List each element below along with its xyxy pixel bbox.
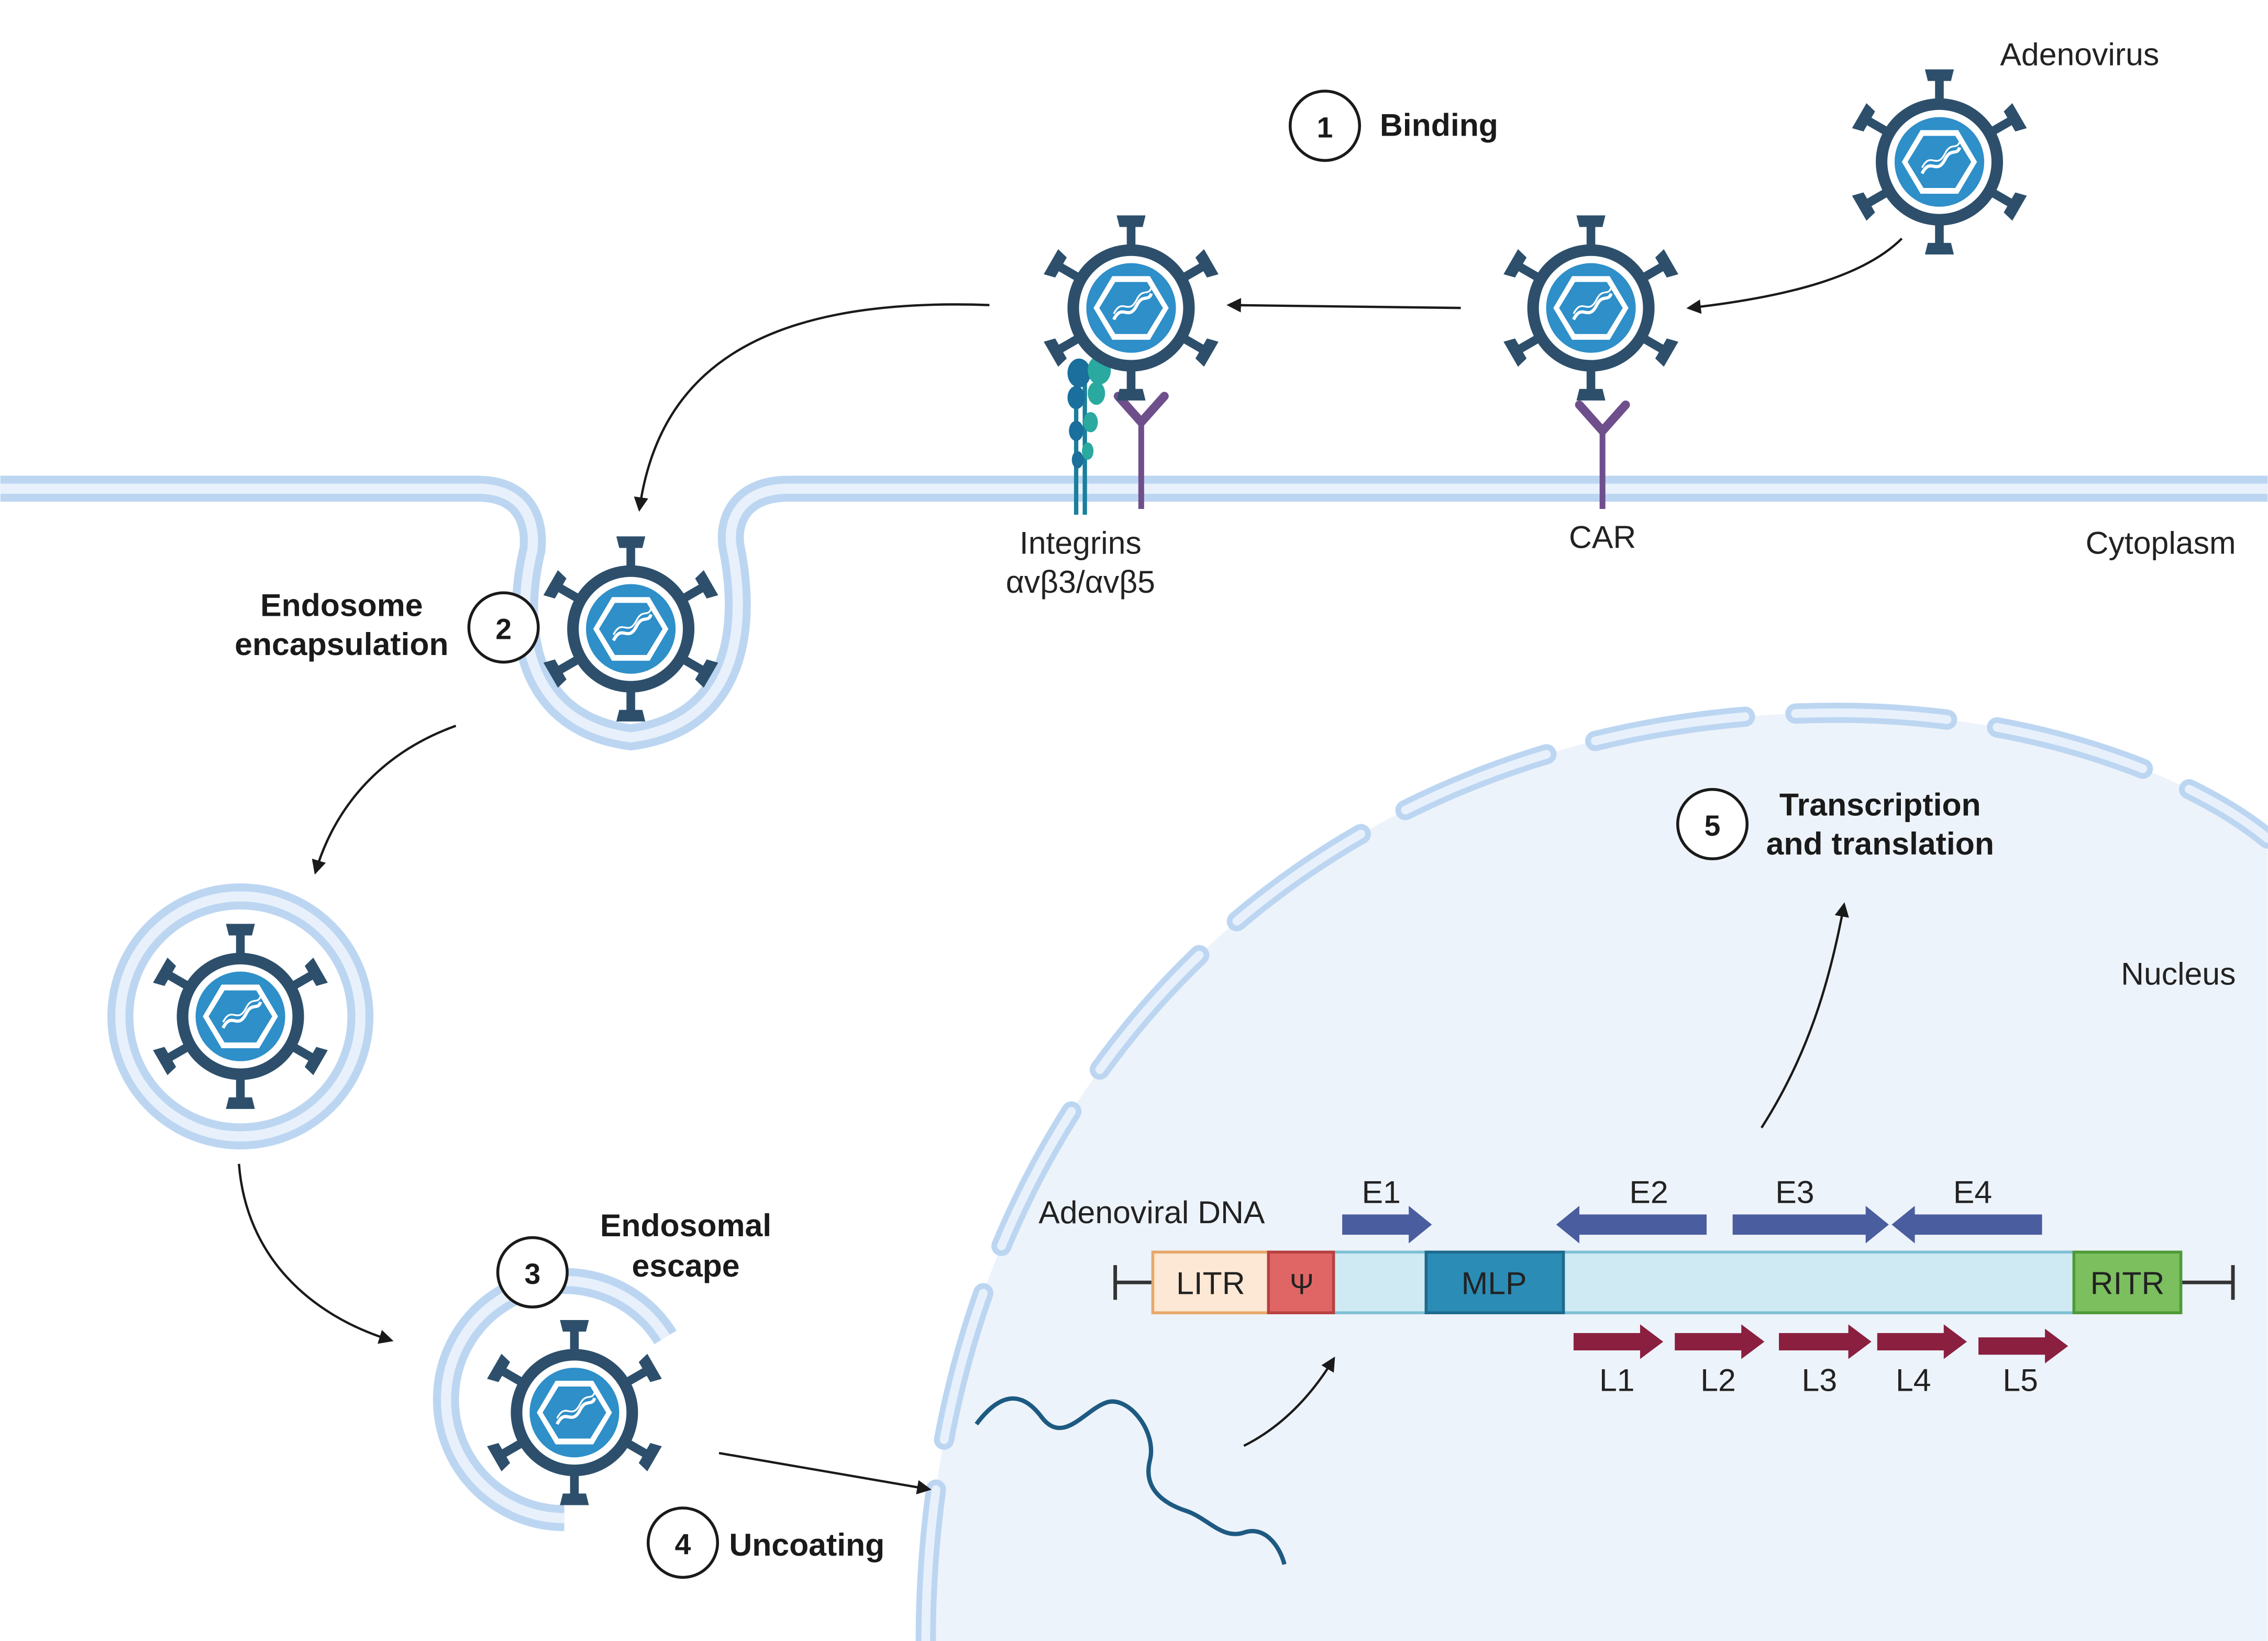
segment-ritr — [2072, 1250, 2183, 1314]
gene-label-l2: L2 — [1700, 1362, 1736, 1398]
gene-label-l3: L3 — [1802, 1362, 1838, 1398]
step-label-uncoating: Uncoating — [729, 1527, 884, 1562]
gene-label-l4: L4 — [1896, 1362, 1931, 1398]
label-nucleus: Nucleus — [2121, 956, 2236, 991]
gene-label-e1: E1 — [1362, 1174, 1401, 1210]
svg-text:5: 5 — [1705, 810, 1721, 842]
svg-text:4: 4 — [675, 1528, 691, 1560]
segment-psi — [1267, 1250, 1335, 1314]
label-car: CAR — [1569, 519, 1636, 555]
segment-psi-label: Ψ — [1290, 1268, 1314, 1300]
svg-text:1: 1 — [1317, 111, 1333, 143]
step-badge-1: 1 — [1288, 90, 1362, 162]
step-badge-5: 5 — [1676, 788, 1749, 860]
label-integrins-types: αvβ3/αvβ5 — [1006, 564, 1155, 600]
car-receptor — [1575, 400, 1630, 509]
step-badge-2: 2 — [467, 591, 540, 664]
segment-mlp — [1424, 1250, 1565, 1314]
step-label-transcription-2: and translation — [1766, 826, 1994, 861]
arrow-car-to-integrin — [1226, 298, 1461, 313]
svg-text:3: 3 — [524, 1258, 540, 1290]
arrow-to-vesicle — [312, 725, 457, 875]
arrow-to-endocytosis — [634, 303, 990, 512]
nucleus-region — [925, 713, 2268, 1641]
label-cytoplasm: Cytoplasm — [2086, 525, 2236, 561]
label-adenovirus: Adenovirus — [2000, 36, 2159, 72]
gene-label-l1: L1 — [1599, 1362, 1635, 1398]
viral-dna-strand — [975, 1396, 1287, 1565]
svg-text:2: 2 — [495, 613, 512, 645]
label-adenoviral-dna: Adenoviral DNA — [1038, 1194, 1265, 1230]
plasma-membrane — [0, 475, 2268, 751]
genome-map: LITR Ψ MLP RITR E1 E2 E3 E4 L1 L2 L3 L4 … — [1113, 1174, 2235, 1398]
step-badge-3: 3 — [496, 1236, 569, 1309]
arrow-to-escape — [238, 1163, 394, 1344]
segment-mlp-label: MLP — [1462, 1265, 1527, 1301]
segment-ritr-label: RITR — [2090, 1265, 2165, 1301]
step-label-escape-2: escape — [632, 1248, 740, 1283]
label-integrins: Integrins — [1020, 525, 1142, 561]
gene-label-e3: E3 — [1775, 1174, 1814, 1210]
integrin-receptor — [1067, 356, 1111, 515]
gene-label-l5: L5 — [2003, 1362, 2038, 1398]
endosome-vesicle — [107, 883, 374, 1150]
step-label-transcription-1: Transcription — [1779, 786, 1981, 822]
arrow-approach — [1686, 238, 1903, 314]
gene-label-e2: E2 — [1629, 1174, 1668, 1210]
arrow-to-expression — [1761, 902, 1849, 1128]
adenovirus-escaping — [487, 1320, 662, 1505]
segment-litr-label: LITR — [1176, 1265, 1245, 1301]
arrow-to-genome — [1243, 1356, 1335, 1447]
gene-arrow-e4 — [1891, 1205, 2042, 1244]
gene-arrow-e2 — [1556, 1205, 1707, 1244]
gene-arrow-e1 — [1342, 1205, 1432, 1244]
step-label-escape-1: Endosomal — [600, 1207, 771, 1243]
step-badge-4: 4 — [646, 1506, 720, 1579]
step-label-binding: Binding — [1380, 107, 1498, 143]
step-label-endosome-1: Endosome — [260, 587, 423, 623]
adenovirus-free — [1852, 70, 2027, 254]
arrow-to-nucleus — [718, 1451, 932, 1494]
broken-endosome — [433, 1268, 677, 1532]
process-arrows — [238, 238, 1903, 1494]
adenovirus-endocytosis — [544, 536, 718, 721]
adenovirus-binding-car — [1503, 215, 1678, 400]
car-receptor-bound — [1113, 392, 1169, 509]
segment-litr — [1151, 1250, 1270, 1314]
gene-label-e4: E4 — [1953, 1174, 1992, 1210]
gene-arrow-e3 — [1732, 1205, 1889, 1244]
adenovirus-in-endosome — [153, 924, 328, 1108]
step-label-endosome-2: encapsulation — [235, 626, 448, 662]
